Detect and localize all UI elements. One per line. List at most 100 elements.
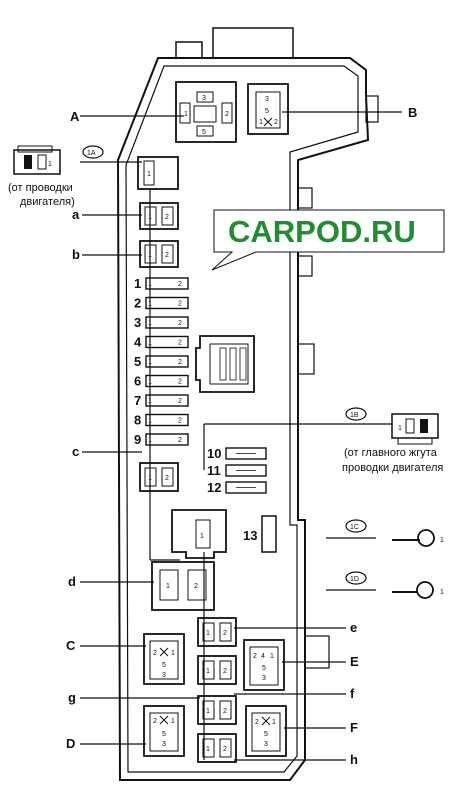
label-D: D — [66, 736, 75, 751]
bubble-1c-text: 1C — [350, 524, 359, 531]
relay-e-pin2: 2 — [223, 630, 227, 637]
fuse-1: 121 — [134, 276, 189, 291]
relay-a-pin-5: 5 — [202, 129, 206, 136]
label-F: F — [350, 720, 358, 735]
label-d: d — [68, 574, 76, 589]
side-tab-3 — [297, 255, 313, 277]
fuse-9: 129 — [134, 432, 189, 447]
fuse-4: 124 — [134, 335, 189, 350]
relay-a-small: 1 2 — [139, 202, 179, 230]
fuse-2: 122 — [134, 296, 189, 311]
relay-a: 3 1 2 5 — [175, 81, 237, 143]
connector-1a-slot-pin: 1 — [147, 171, 151, 178]
connector-1b-icon: 1 — [391, 413, 439, 445]
relay-a-small-pin2: 2 — [165, 214, 169, 221]
label-fuse-6: 6 — [134, 374, 141, 389]
fuse-5-pin2: 2 — [178, 359, 182, 366]
label-fuse-3: 3 — [134, 315, 141, 330]
label-fuse-7: 7 — [134, 393, 141, 408]
label-h: h — [350, 752, 358, 767]
relay-h: 1 2 — [197, 733, 237, 763]
bubble-1b — [345, 407, 367, 421]
relay-E-pin3: 3 — [262, 675, 266, 682]
connector-1c-pin: 1 — [440, 537, 444, 544]
relay-b: 3 5 1 2 — [247, 83, 289, 135]
relay-a-pin-2: 2 — [225, 111, 229, 118]
label-A: A — [70, 109, 80, 124]
label-f: f — [350, 686, 355, 701]
label-B: B — [408, 105, 417, 120]
fuse-box-outline — [116, 57, 370, 781]
fuse-4-pin2: 2 — [178, 340, 182, 347]
label-b: b — [72, 247, 80, 262]
lower-connector-pin: 1 — [200, 533, 204, 540]
bubble-1a — [82, 145, 104, 159]
fuse-13 — [261, 515, 277, 553]
relay-D-pin5: 5 — [162, 731, 166, 738]
label-13: 13 — [243, 528, 257, 543]
label-fuse-2: 2 — [134, 296, 141, 311]
relay-f-pin2: 2 — [223, 668, 227, 675]
center-connector — [195, 335, 255, 393]
fuse-box-inner-outline — [125, 65, 359, 773]
relay-F: 2 1 5 3 — [245, 705, 287, 757]
side-tab-5 — [304, 635, 330, 669]
relay-h-pin2: 2 — [223, 746, 227, 753]
fuse-1-pin2: 2 — [178, 281, 182, 288]
fuse-3-pin2: 2 — [178, 320, 182, 327]
fuse-8: 128 — [134, 413, 189, 428]
top-tab-right — [212, 27, 294, 59]
fuse-5: 125 — [134, 354, 189, 369]
relay-b-pin-2: 2 — [274, 119, 278, 126]
bubble-1d — [345, 571, 367, 585]
side-tab-1 — [365, 95, 379, 123]
relay-e-pin1: 1 — [206, 630, 210, 637]
relay-E-pin1: 1 — [270, 653, 274, 660]
top-tab-left — [175, 41, 203, 59]
label-g: g — [68, 690, 76, 705]
relay-d-pin2: 2 — [194, 583, 198, 590]
label-fuse-11: 11 — [207, 463, 221, 478]
relay-F-pin1: 1 — [272, 719, 276, 726]
relay-E-pin5: 5 — [262, 665, 266, 672]
relay-g-pin1: 1 — [206, 708, 210, 715]
relay-F-pin5: 5 — [264, 731, 268, 738]
bubble-1b-text: 1B — [350, 412, 359, 419]
connector-1b-pin: 1 — [398, 425, 402, 432]
relay-C: 2 1 5 3 — [143, 633, 185, 685]
relay-F-pin3: 3 — [264, 741, 268, 748]
connector-1d-icon: 1 — [392, 581, 444, 599]
relay-g-pin2: 2 — [223, 708, 227, 715]
relay-C-pin5: 5 — [162, 662, 166, 669]
fuse-11: 11 — [207, 463, 267, 478]
fuse-column: 121122123124125126127128129 — [134, 276, 189, 447]
fuse-7-pin2: 2 — [178, 398, 182, 405]
relay-e: 1 2 — [197, 617, 237, 647]
label-fuse-4: 4 — [134, 335, 142, 350]
fuse-2-pin2: 2 — [178, 301, 182, 308]
relay-C-pin1: 1 — [171, 650, 175, 657]
bubble-1a-text: 1A — [87, 150, 96, 157]
label-a: a — [72, 207, 80, 222]
fuse-7: 127 — [134, 393, 189, 408]
side-tab-2 — [297, 187, 313, 209]
label-fuse-12: 12 — [207, 480, 221, 495]
fuse-12: 12 — [207, 480, 267, 495]
relay-b-small: 1 2 — [139, 240, 179, 268]
label-fuse-10: 10 — [207, 446, 221, 461]
fuse-3: 123 — [134, 315, 189, 330]
relay-a-pin-3: 3 — [202, 95, 206, 102]
relay-g: 1 2 — [197, 695, 237, 725]
relay-D-pin3: 3 — [162, 741, 166, 748]
connector-1a-icon: 1 — [13, 145, 61, 175]
relay-E-pin2: 2 — [253, 653, 257, 660]
relay-F-pin2: 2 — [255, 719, 259, 726]
relay-D: 2 1 5 3 — [143, 705, 185, 757]
relay-C-pin2: 2 — [153, 650, 157, 657]
fuse-6: 126 — [134, 374, 189, 389]
relay-h-pin1: 1 — [206, 746, 210, 753]
connector-1a-pin: 1 — [48, 161, 52, 168]
relay-D-pin1: 1 — [171, 718, 175, 725]
relay-E-pin4: 4 — [261, 653, 265, 660]
